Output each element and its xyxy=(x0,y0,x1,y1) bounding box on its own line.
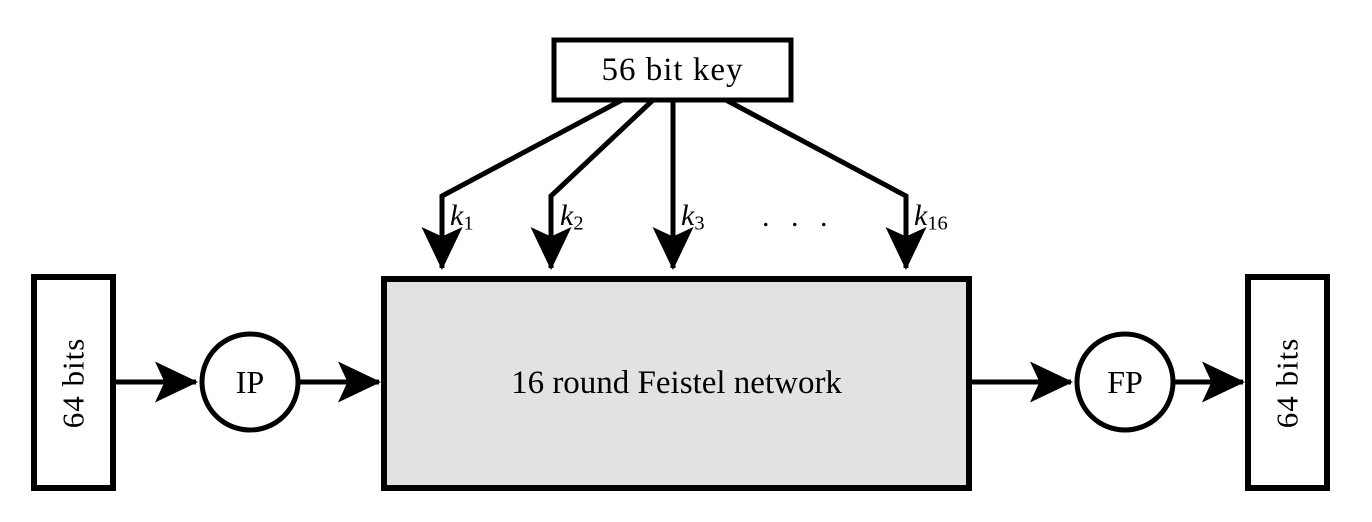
input-bits-text: 64 bits xyxy=(55,337,91,428)
subkey-name-k1: k xyxy=(450,199,464,232)
output-bits-text: 64 bits xyxy=(1269,337,1305,428)
feistel-network-label: 16 round Feistel network xyxy=(511,365,842,401)
subkey-label-k1: k1 xyxy=(450,199,474,235)
subkey-line-k1 xyxy=(421,97,624,271)
subkey-index-k1: 1 xyxy=(463,212,474,235)
output-bits-label: 64 bits xyxy=(1248,277,1327,488)
input-bits-label: 64 bits xyxy=(34,277,113,488)
fp-label: FP xyxy=(1107,363,1143,400)
subkey-label-k3: k3 xyxy=(681,199,705,235)
ip-label: IP xyxy=(235,363,265,400)
output-bits-box xyxy=(1245,274,1330,491)
key-box-label: 56 bit key xyxy=(601,51,744,88)
ellipsis-label: . . . xyxy=(762,200,835,233)
subkey-label-k2: k2 xyxy=(560,199,584,235)
feistel-network-box xyxy=(381,276,972,491)
subkey-line-k16 xyxy=(724,97,927,271)
subkey-index-k16: 16 xyxy=(927,212,948,235)
input-bits-box xyxy=(31,274,116,491)
subkey-name-k3: k xyxy=(681,199,695,232)
subkey-name-k16: k xyxy=(914,199,928,232)
subkey-name-k2: k xyxy=(560,199,574,232)
subkey-label-k16: k16 xyxy=(914,199,948,235)
subkey-index-k2: 2 xyxy=(573,212,584,235)
subkey-line-k2 xyxy=(530,98,655,271)
subkey-index-k3: 3 xyxy=(694,212,705,235)
